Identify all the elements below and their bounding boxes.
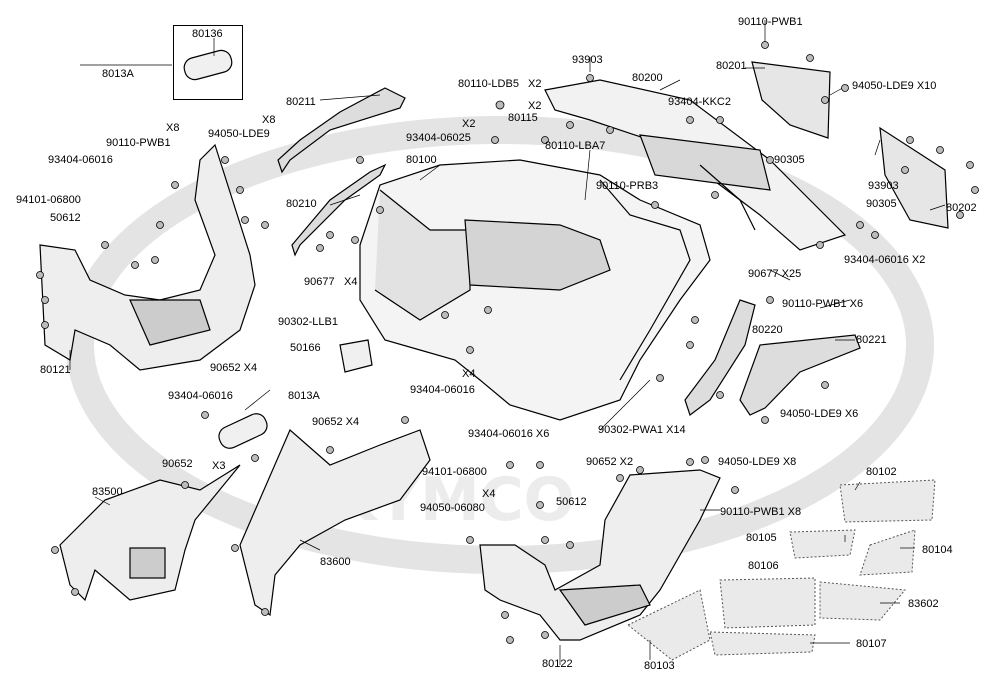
left-footrest-80121 [39,143,256,371]
label-90110-PRB3: 90110-PRB3 [596,180,659,192]
label-94050-06080: 94050-06080 [420,502,485,514]
label-90110-PWB1-left: 90110-PWB1 [106,137,171,149]
label-80136: 80136 [192,28,223,40]
label-80220: 80220 [752,324,783,336]
label-90305-b: 90305 [866,198,897,210]
label-90305-a: 90305 [774,154,805,166]
label-90652-X4-b: 90652 X4 [312,416,360,428]
label-8013A-low: 8013A [288,390,320,402]
label-x4-06016: X4 [462,368,476,380]
side-panel-83600 [239,429,431,617]
mat-83602 [819,581,906,621]
label-x8-b: X8 [166,122,180,134]
label-90652-X4-a: 90652 X4 [210,362,258,374]
label-90302-LLB1: 90302-LLB1 [278,316,338,328]
label-80211: 80211 [286,96,316,108]
mat-80105 [789,529,856,559]
label-90652-X3: 90652 [162,458,193,470]
label-80200: 80200 [632,72,663,84]
label-93404-06016-mid: 93404-06016 [410,384,475,396]
inset-box-80136 [173,25,243,100]
mat-80106 [719,577,816,629]
label-80110-LBA7: 80110-LBA7 [545,140,606,152]
label-80106: 80106 [748,560,779,572]
label-80202: 80202 [946,202,977,214]
label-93903-right: 93903 [868,180,899,192]
label-90110-PWB1-X8: 90110-PWB1 X8 [720,506,802,518]
side-cover-80201 [751,61,831,139]
mat-80102 [839,479,936,523]
label-80100: 80100 [406,154,437,166]
label-80103: 80103 [644,660,675,672]
label-50166: 50166 [290,342,321,354]
tool-kit-8013A-low [218,413,268,449]
label-94101-06800-left: 94101-06800 [16,194,81,206]
trim-80220 [684,299,756,416]
mat-80107 [709,631,816,656]
label-80121: 80121 [40,364,71,376]
label-x2-ldb5: X2 [528,78,542,90]
label-94050-LDE9-X8: 94050-LDE9 X8 [718,456,797,468]
label-80210: 80210 [286,198,317,210]
label-80201: 80201 [716,60,747,72]
mat-80104 [859,529,916,576]
label-93404-06016-low: 93404-06016 [168,390,233,402]
label-8013A-top: 8013A [102,68,134,80]
label-90302-PWA1-X14: 90302-PWA1 X14 [598,424,686,436]
leader-lines [69,20,946,665]
label-80115: 80115 [508,112,538,124]
label-83600: 83600 [320,556,351,568]
label-x2-115: X2 [528,100,542,112]
label-90110-PWB1-X6: 90110-PWB1 X6 [782,298,864,310]
label-x8-a: X8 [262,114,276,126]
trim-strip-80210 [291,163,387,257]
label-80102: 80102 [866,466,897,478]
right-footrest-80122 [479,469,721,641]
label-x4-low: X4 [482,488,496,500]
trim-strip-80211 [277,87,406,174]
label-x3: X3 [212,460,226,472]
label-x4-90677: X4 [344,276,358,288]
label-93404-KKC2: 93404-KKC2 [668,96,731,108]
label-80105: 80105 [746,532,777,544]
label-80221: 80221 [856,334,887,346]
label-94101-06800-low: 94101-06800 [422,466,487,478]
label-90677-a: 90677 [304,276,335,288]
trim-80221 [739,334,861,416]
label-80110-LDB5: 80110-LDB5 [458,78,519,90]
rear-fender-80200 [544,79,847,251]
front-fender-80100 [359,159,711,421]
label-93903-top: 93903 [572,54,603,66]
label-93404-06016-X2: 93404-06016 X2 [844,254,926,266]
label-83602: 83602 [908,598,939,610]
label-50612-low: 50612 [556,496,587,508]
side-cover-80202 [879,126,949,229]
mat-80103 [627,589,711,661]
label-50612-left: 50612 [50,212,81,224]
label-83500: 83500 [92,486,123,498]
tool-kit-drawing [183,38,233,81]
label-93404-06016-X6: 93404-06016 X6 [468,428,550,440]
label-94050-LDE9-X10: 94050-LDE9 X10 [852,80,937,92]
label-80122: 80122 [542,658,573,670]
label-80107: 80107 [856,638,887,650]
label-93404-06016-left: 93404-06016 [48,154,113,166]
label-90677-X25: 90677 X25 [748,268,802,280]
label-90652-X2: 90652 X2 [586,456,634,468]
bracket-50166 [339,339,373,373]
label-80104: 80104 [922,544,953,556]
label-x2-06025: X2 [462,118,476,130]
label-94050-LDE9-left: 94050-LDE9 [208,128,270,140]
label-94050-LDE9-X6: 94050-LDE9 X6 [780,408,859,420]
side-panel-83500 [59,464,241,602]
label-93404-06025: 93404-06025 [406,132,471,144]
fastener-markers [36,41,979,644]
label-90110-PWB1-top: 90110-PWB1 [738,16,803,28]
